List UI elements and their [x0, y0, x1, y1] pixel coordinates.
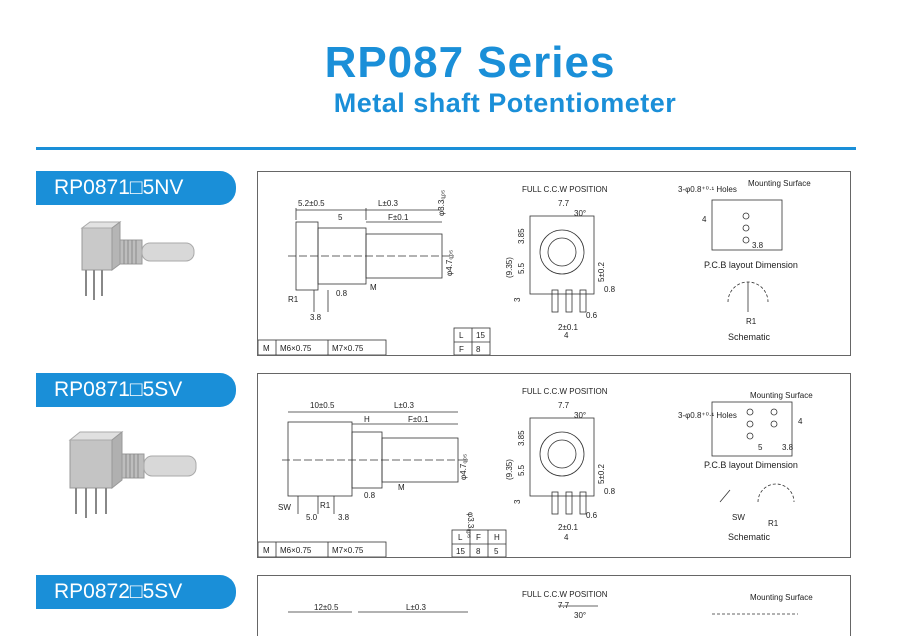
thread-table-m: M: [263, 344, 270, 353]
dim-label: 5: [758, 443, 763, 452]
schematic-r1-label: R1: [768, 519, 779, 528]
schematic-sw-label: SW: [732, 513, 745, 522]
dim-label: 3.8: [752, 241, 764, 250]
dim-label: 0.8: [364, 491, 376, 500]
dim-label: L±0.3: [394, 401, 415, 410]
dim-label: 4: [702, 215, 707, 224]
mounting-surface-label: Mounting Surface: [748, 179, 811, 188]
dim-label: 5.5: [517, 262, 526, 274]
dim-label: 3.8: [310, 313, 322, 322]
dim-label: (9.35): [505, 257, 514, 278]
product-photo-rp08715sv: [68, 430, 197, 518]
dim-label: M: [398, 483, 405, 492]
dim-label: 3.85: [517, 430, 526, 446]
dim-label: 12±0.5: [314, 603, 339, 612]
dim-label: L±0.3: [378, 199, 399, 208]
dim-label: 7.7: [558, 601, 570, 610]
product-tag-rp08715nv: RP0871□5NV: [36, 171, 236, 205]
dim-label: φ3.3₀̰₀₅: [466, 512, 475, 538]
thread-table-m: M: [263, 546, 270, 555]
dim-label: 5.0: [306, 513, 318, 522]
dim-label: 4: [798, 417, 803, 426]
dim-label: 30°: [574, 209, 586, 218]
dim-label: SW: [278, 503, 291, 512]
dim-label: φ3.3₀̰₀₅: [437, 190, 446, 216]
size-table-header: H: [494, 533, 500, 542]
mounting-surface-label: Mounting Surface: [750, 391, 813, 400]
dim-label: 10±0.5: [310, 401, 335, 410]
size-table-header: L: [459, 331, 464, 340]
size-table-value: 15: [476, 331, 485, 340]
dim-label: 3: [513, 499, 522, 504]
pcb-holes-label: 3-φ0.8⁺⁰·¹ Holes: [678, 411, 737, 420]
dim-label: 7.7: [558, 401, 570, 410]
dim-label: M: [370, 283, 377, 292]
dim-label: L±0.3: [406, 603, 427, 612]
dim-label: R1: [320, 501, 331, 510]
dim-label: H: [364, 415, 370, 424]
dim-label: 0.8: [604, 285, 616, 294]
dim-label: 5±0.2: [597, 463, 606, 484]
dim-label: 30°: [574, 611, 586, 620]
dim-label: 2±0.1: [558, 323, 579, 332]
drawing-panel-rp08715nv: 5.2±0.5 L±0.3 5 F±0.1 M 0.8 R1 3.8 φ3.3₀…: [257, 171, 851, 356]
mounting-surface-label: Mounting Surface: [750, 593, 813, 602]
dim-label: 5.2±0.5: [298, 199, 325, 208]
size-table-value: 15: [456, 547, 465, 556]
size-table-value: 8: [476, 345, 481, 354]
dim-label: 3: [513, 297, 522, 302]
thread-table-m6: M6×0.75: [280, 344, 312, 353]
dim-label: 2±0.1: [558, 523, 579, 532]
drawing-panel-rp08725sv: 12±0.5 L±0.3 FULL C.C.W POSITION 7.7 30°…: [257, 575, 851, 636]
schematic-r1-label: R1: [746, 317, 757, 326]
size-table-header: L: [458, 533, 463, 542]
dim-label: φ4.7₀̰₀₅: [445, 250, 454, 276]
dim-label: 7.7: [558, 199, 570, 208]
dim-label: 0.8: [604, 487, 616, 496]
size-table-value: 8: [476, 547, 481, 556]
dim-label: F±0.1: [408, 415, 429, 424]
dim-label: 3.85: [517, 228, 526, 244]
dim-label: 0.6: [586, 311, 598, 320]
thread-table-m6: M6×0.75: [280, 546, 312, 555]
pcb-layout-title: P.C.B layout Dimension: [704, 260, 798, 270]
pcb-layout-title: P.C.B layout Dimension: [704, 460, 798, 470]
dim-label: 0.8: [336, 289, 348, 298]
dim-label: (9.35): [505, 459, 514, 480]
product-photo-rp08715nv: [80, 221, 195, 300]
dim-label: 5.5: [517, 464, 526, 476]
size-table-header: F: [476, 533, 481, 542]
dim-label: 3.8: [782, 443, 794, 452]
product-tag-rp08725sv: RP0872□5SV: [36, 575, 236, 609]
dim-label: F±0.1: [388, 213, 409, 222]
schematic-title: Schematic: [728, 332, 771, 342]
dim-label: 5±0.2: [597, 261, 606, 282]
front-view-label: FULL C.C.W POSITION: [522, 590, 608, 599]
dim-label: 4: [564, 533, 569, 542]
dim-label: 30°: [574, 411, 586, 420]
dim-label: φ4.7₀̰₀₅: [459, 454, 468, 480]
front-view-label: FULL C.C.W POSITION: [522, 185, 608, 194]
dim-label: 3.8: [338, 513, 350, 522]
page-title: RP087 Series: [324, 38, 616, 87]
size-table-header: F: [459, 345, 464, 354]
header-divider: [36, 147, 856, 150]
schematic-title: Schematic: [728, 532, 771, 542]
dim-label: R1: [288, 295, 299, 304]
thread-table-m7: M7×0.75: [332, 546, 364, 555]
dim-label: 0.6: [586, 511, 598, 520]
product-tag-rp08715sv: RP0871□5SV: [36, 373, 236, 407]
size-table-value: 5: [494, 547, 499, 556]
thread-table-m7: M7×0.75: [332, 344, 364, 353]
pcb-holes-label: 3-φ0.8⁺⁰·¹ Holes: [678, 185, 737, 194]
drawing-panel-rp08715sv: 10±0.5 L±0.3 H F±0.1 M 0.8 R1 3.8 SW 5.0…: [257, 373, 851, 558]
page-subtitle: Metal shaft Potentiometer: [333, 88, 677, 118]
front-view-label: FULL C.C.W POSITION: [522, 387, 608, 396]
dim-label: 4: [564, 331, 569, 340]
dim-label: 5: [338, 213, 343, 222]
